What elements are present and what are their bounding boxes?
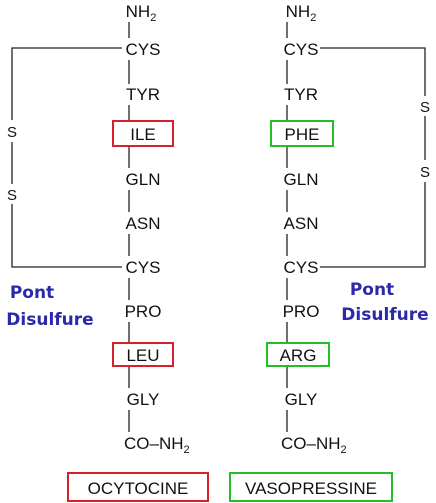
residue-gln: GLN — [126, 170, 161, 189]
highlight-box-ile — [112, 120, 174, 147]
ocytocine-chain: S S NH2 CYS TYR ILE GLN ASN CYS PRO LEU … — [6, 2, 209, 502]
residue-cys-6: CYS — [126, 258, 161, 277]
residue-arg: ARG — [280, 346, 317, 365]
highlight-box-arg — [266, 342, 330, 367]
n-terminus-label: NH2 — [126, 2, 157, 24]
name-box-ocytocine — [67, 472, 209, 502]
bridge-label-line1: Pont — [350, 280, 394, 300]
disulfide-bridge-top — [11, 47, 122, 120]
c-terminus-label: CO–NH2 — [281, 434, 347, 456]
vasopressine-chain: S S NH2 CYS TYR PHE GLN ASN CYS PRO ARG … — [229, 2, 430, 502]
residue-tyr: TYR — [126, 85, 160, 104]
highlight-box-phe — [270, 120, 334, 147]
sulfur-atom-top: S — [7, 124, 17, 141]
residue-cys-1: CYS — [284, 40, 319, 59]
highlight-box-leu — [112, 342, 174, 367]
sulfur-atom-top: S — [420, 99, 430, 116]
sulfur-atom-bottom: S — [420, 164, 430, 181]
residue-leu: LEU — [126, 346, 159, 365]
name-box-vasopressine — [229, 472, 393, 502]
residue-pro: PRO — [125, 302, 162, 321]
hormone-name-vasopressine: VASOPRESSINE — [245, 479, 377, 498]
bridge-label-line2: Disulfure — [6, 310, 93, 330]
residue-ile: ILE — [130, 125, 156, 144]
residue-cys-1: CYS — [126, 40, 161, 59]
residue-cys-6: CYS — [284, 258, 319, 277]
disulfide-bridge-bottom — [320, 182, 426, 268]
n-terminus-label: NH2 — [286, 2, 317, 24]
residue-gly: GLY — [285, 390, 318, 409]
c-terminus-label: CO–NH2 — [124, 434, 190, 456]
residue-tyr: TYR — [284, 85, 318, 104]
bridge-label-line1: Pont — [10, 283, 54, 303]
bridge-label-line2: Disulfure — [341, 305, 428, 325]
residue-gln: GLN — [284, 170, 319, 189]
residue-pro: PRO — [283, 302, 320, 321]
residue-asn: ASN — [126, 214, 161, 233]
residue-gly: GLY — [127, 390, 160, 409]
residue-phe: PHE — [285, 125, 320, 144]
hormone-name-ocytocine: OCYTOCINE — [88, 479, 189, 498]
disulfide-bridge-bottom — [11, 204, 122, 268]
disulfide-bridge-top — [320, 47, 426, 96]
residue-asn: ASN — [284, 214, 319, 233]
sulfur-atom-bottom: S — [7, 187, 17, 204]
